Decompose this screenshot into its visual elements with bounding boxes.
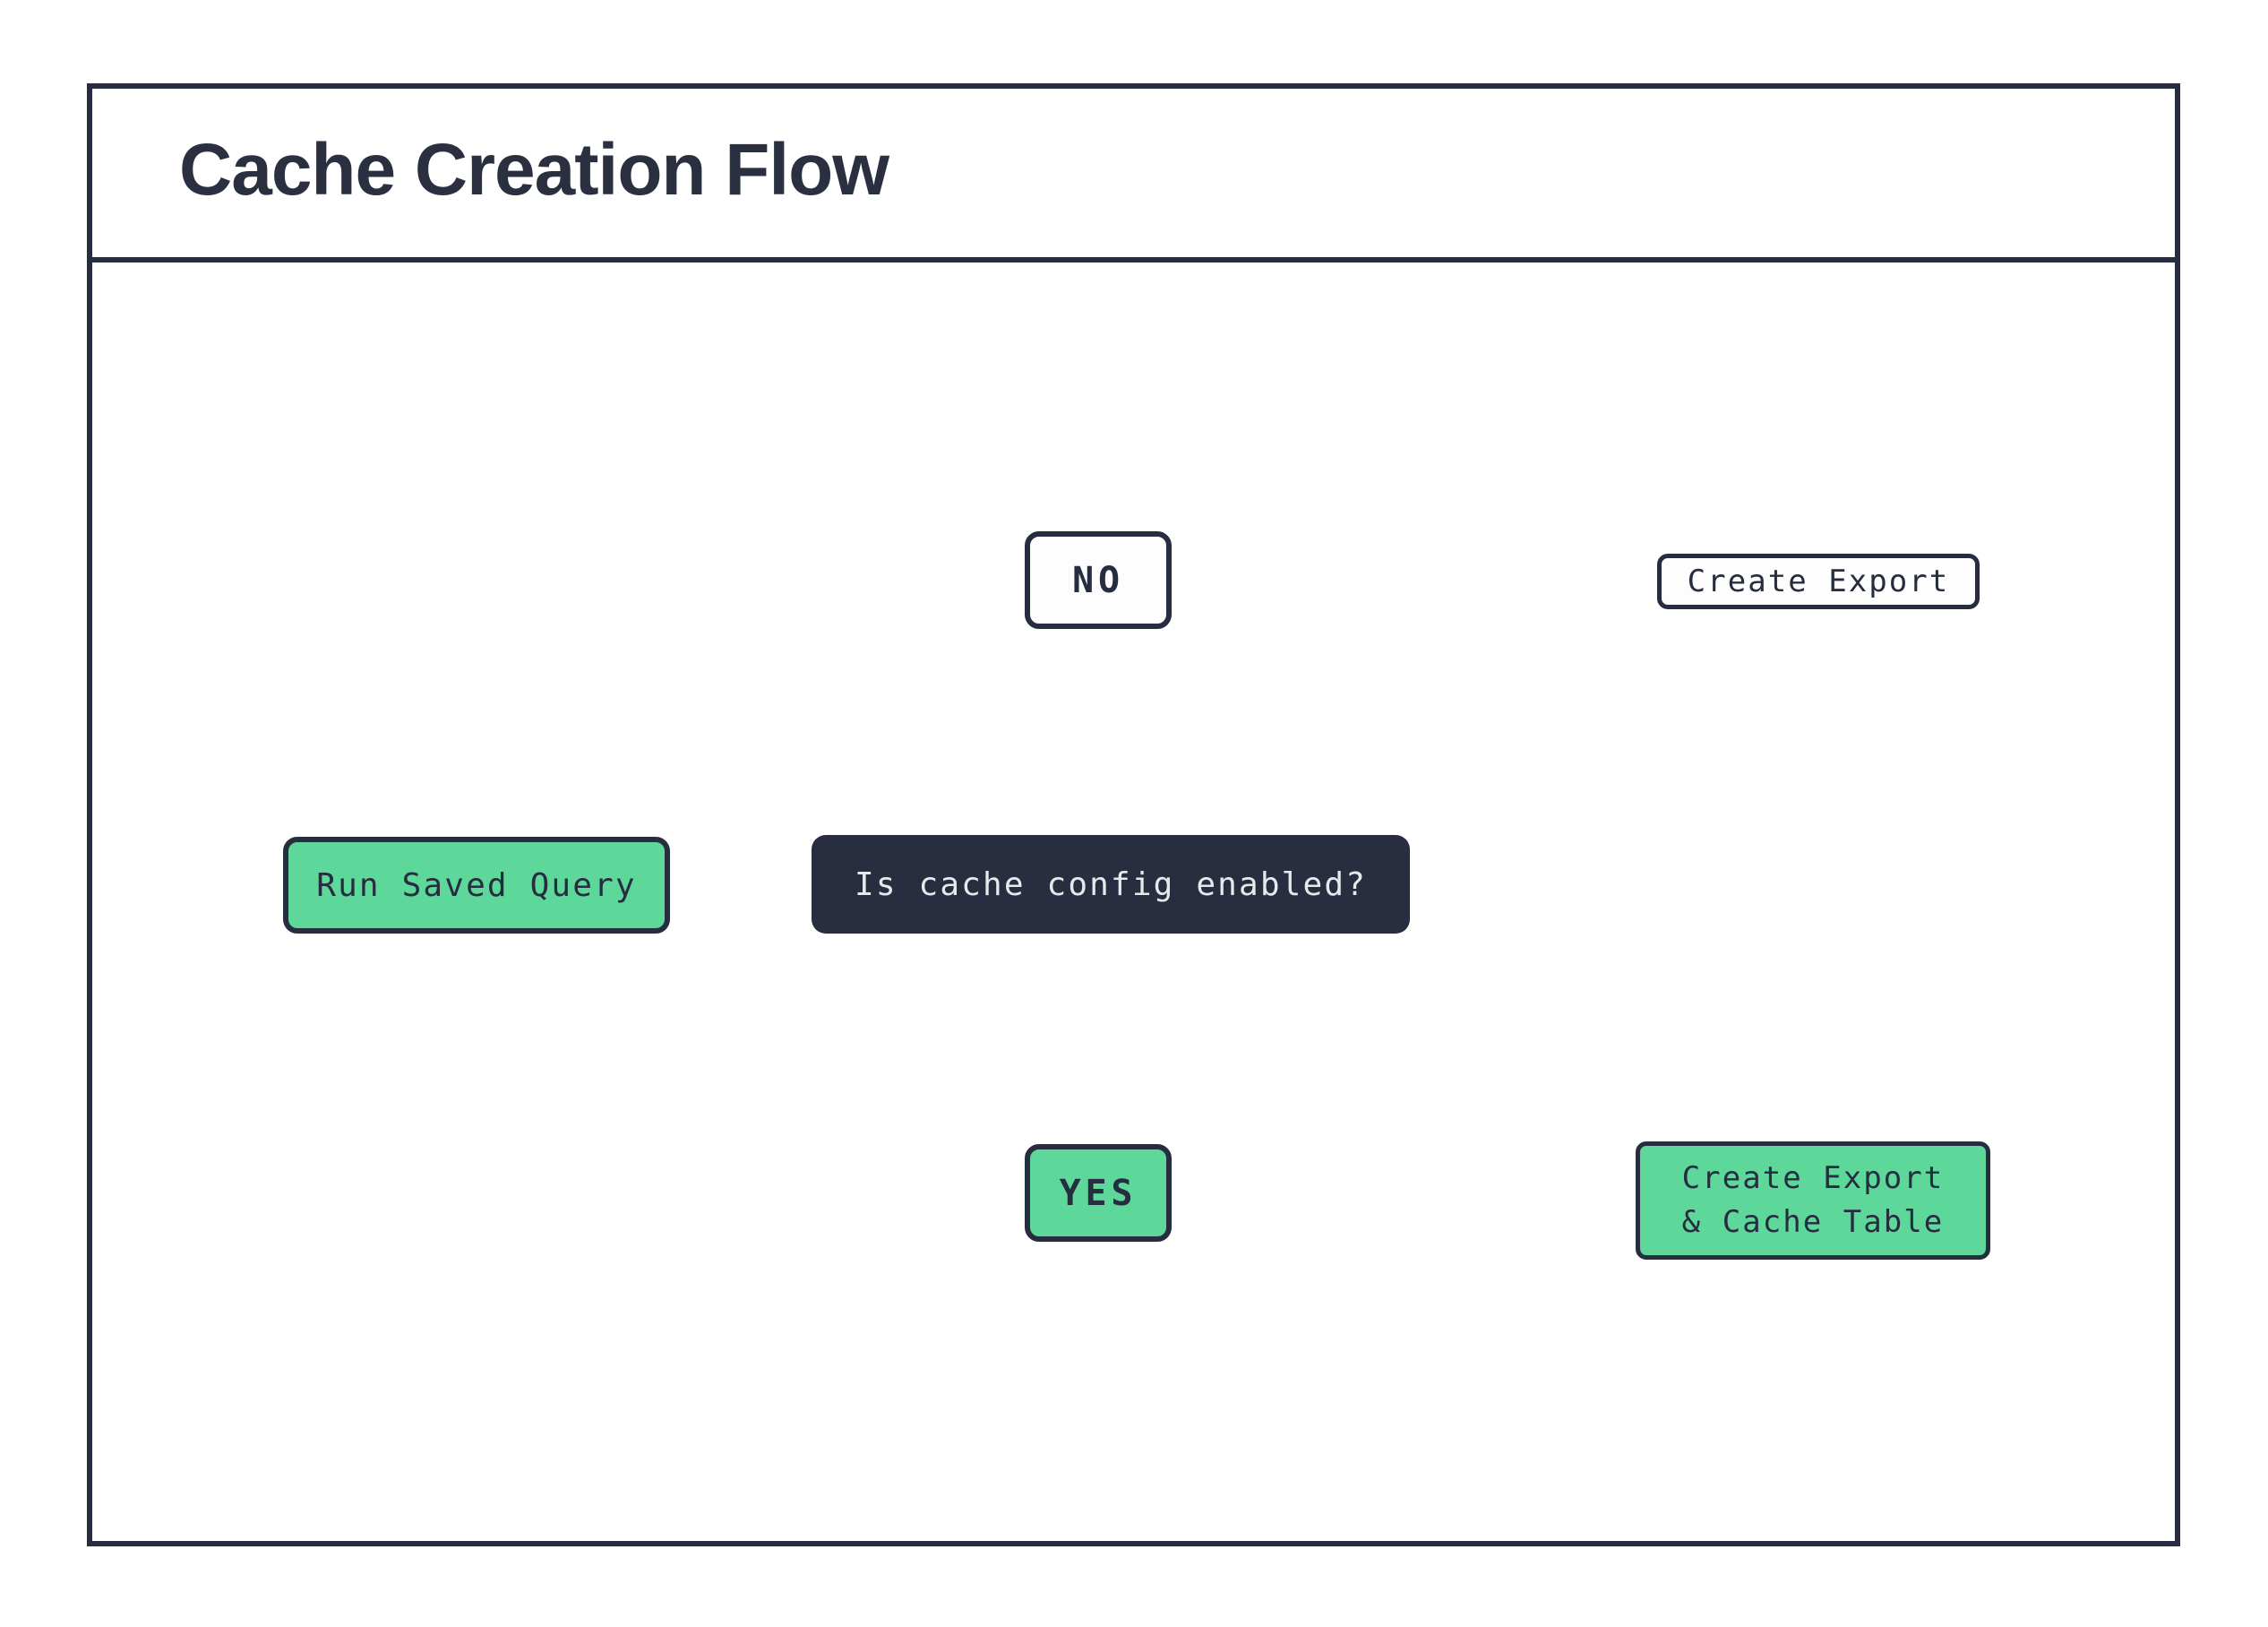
diagram-title: Cache Creation Flow — [179, 129, 889, 211]
create-export-label: Create Export — [1657, 554, 1980, 609]
start-node-run-saved-query: Run Saved Query — [283, 837, 670, 934]
diagram-header: Cache Creation Flow — [87, 83, 2180, 263]
decision-node-cache-config: Is cache config enabled? — [812, 835, 1410, 934]
label-line-2: & Cache Table — [1681, 1204, 1945, 1240]
create-export-cache-table-label: Create Export & Cache Table — [1636, 1141, 1990, 1260]
diagram-frame — [87, 83, 2180, 1546]
branch-yes-label: YES — [1059, 1172, 1138, 1214]
branch-yes-node: YES — [1025, 1144, 1172, 1242]
branch-no-label: NO — [1072, 559, 1124, 601]
label-line-1: Create Export — [1681, 1159, 1945, 1196]
branch-no-node: NO — [1025, 531, 1172, 629]
create-export-cache-table-text: Create Export & Cache Table — [1682, 1157, 1945, 1245]
decision-node-label: Is cache config enabled? — [854, 865, 1367, 903]
create-export-label-text: Create Export — [1687, 564, 1950, 599]
start-node-label: Run Saved Query — [316, 866, 637, 904]
